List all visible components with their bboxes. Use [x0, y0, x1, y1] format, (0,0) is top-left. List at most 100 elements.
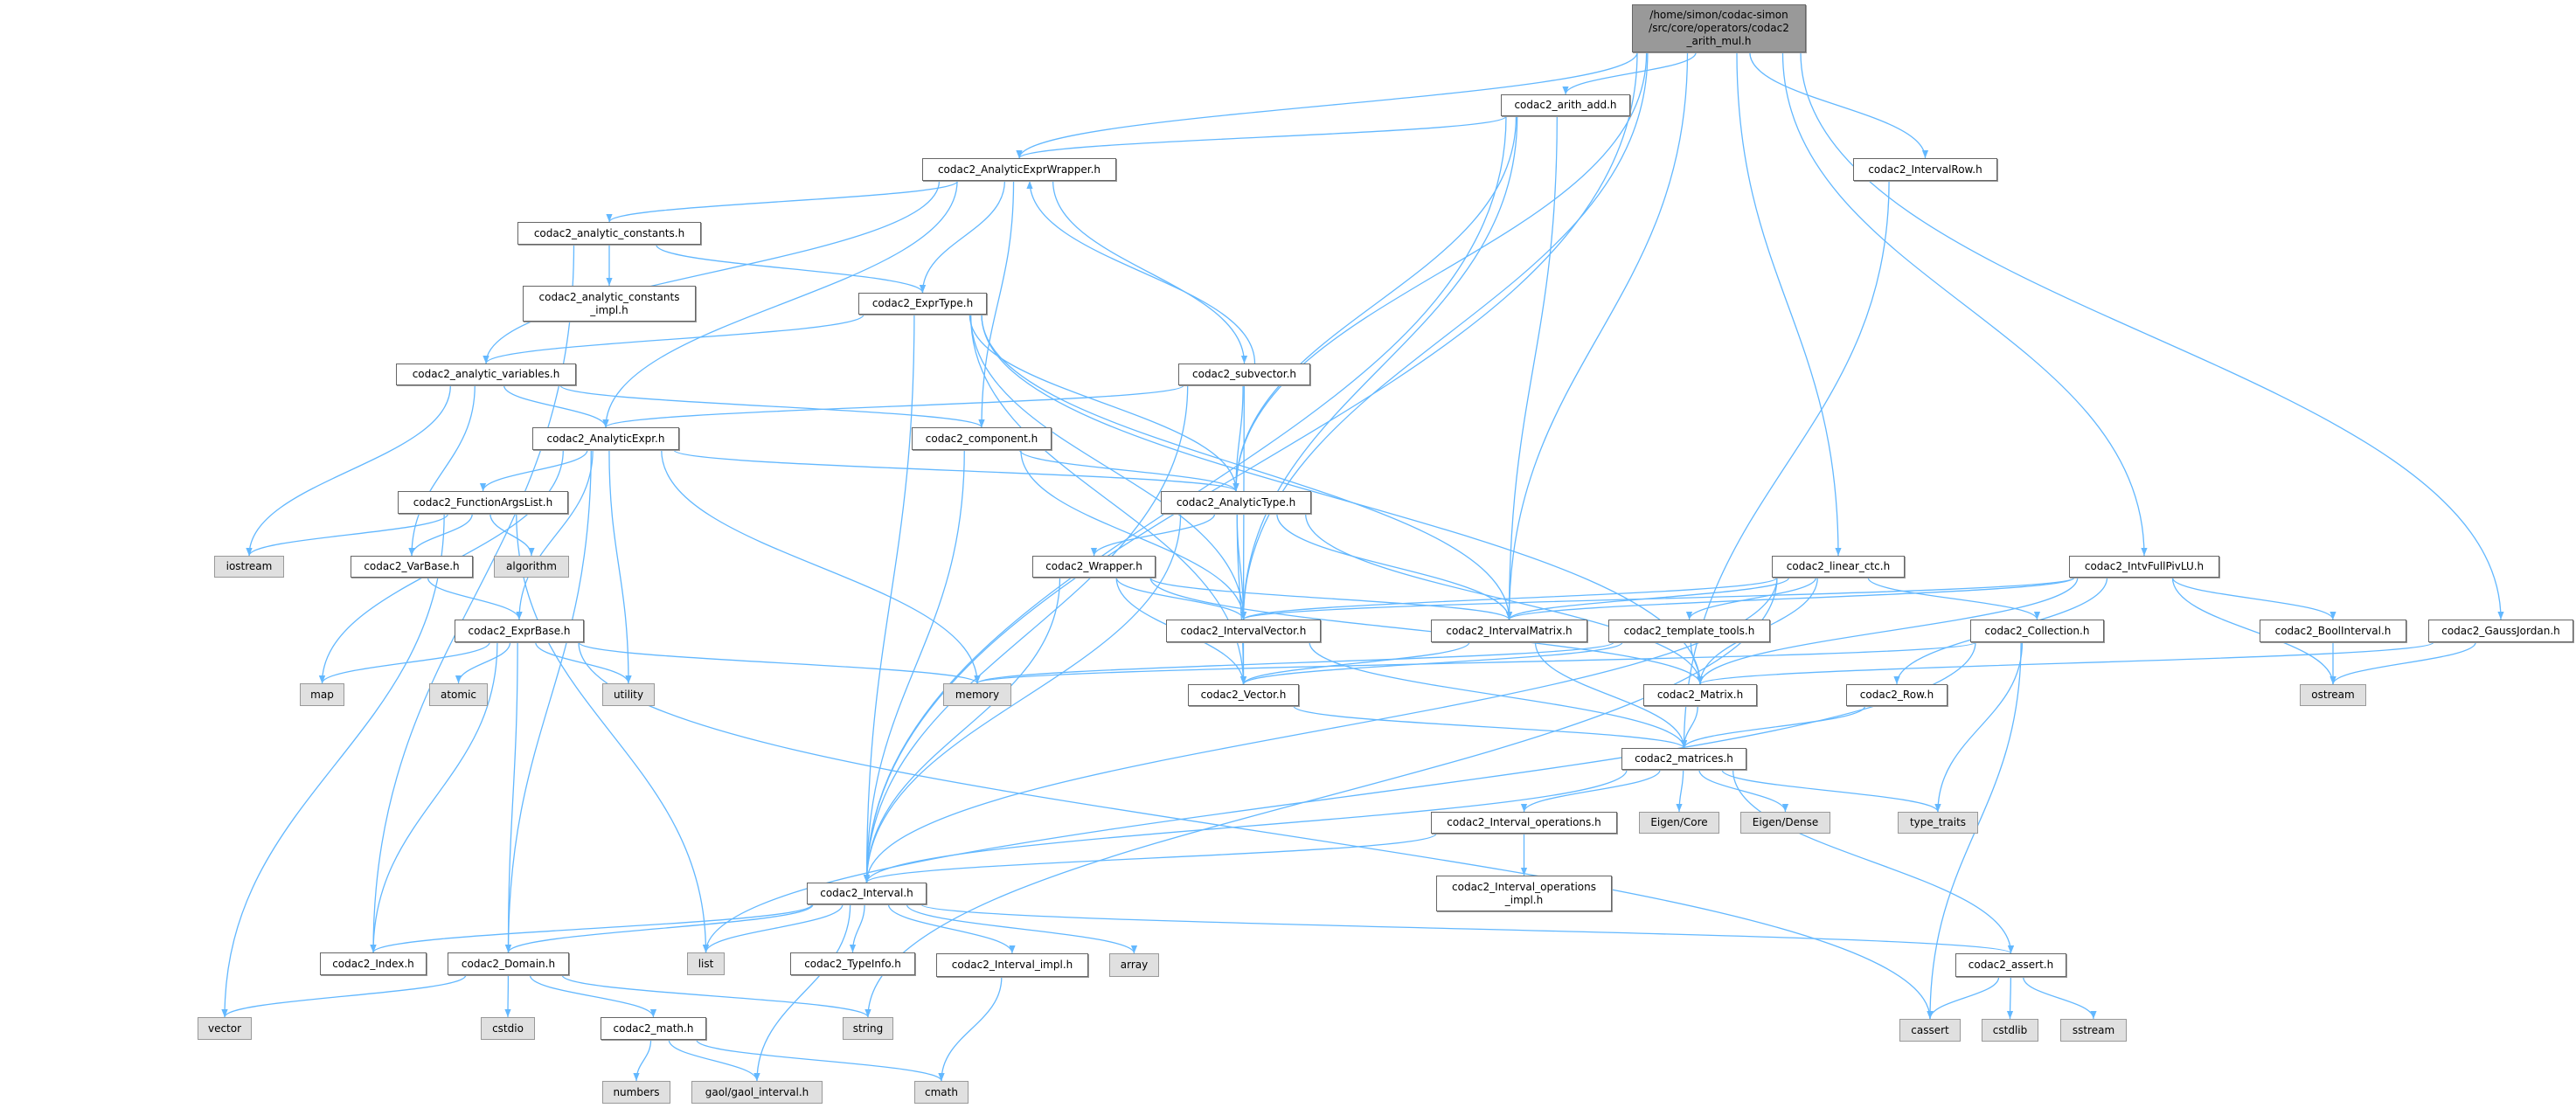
graph-node-interval[interactable]: codac2_Interval.h	[807, 883, 927, 904]
edge-subvector-to-atype	[1232, 384, 1244, 492]
graph-node-iops-impl[interactable]: codac2_Interval_operations _impl.h	[1436, 876, 1612, 911]
graph-node-utility: utility	[602, 683, 655, 706]
edge-intvlu-to-boolint	[2171, 577, 2336, 620]
edge-exprbase-to-memory	[578, 641, 981, 684]
edge-wrapper-to-aexpr	[602, 180, 958, 428]
edge-aexpr-to-exprbase	[516, 449, 594, 620]
graph-node-atomic: atomic	[429, 683, 488, 706]
graph-node-gauss[interactable]: codac2_GaussJordan.h	[2428, 620, 2573, 642]
graph-node-fargs[interactable]: codac2_FunctionArgsList.h	[398, 491, 568, 514]
graph-node-index[interactable]: codac2_Index.h	[320, 952, 427, 975]
edge-fargs-to-varbase	[408, 513, 473, 557]
edge-exprbase-to-domain	[504, 641, 518, 953]
graph-node-wrapper[interactable]: codac2_AnalyticExprWrapper.h	[922, 158, 1116, 181]
edge-root-to-intvlu	[1781, 52, 2148, 557]
graph-node-linear-ctc[interactable]: codac2_linear_ctc.h	[1772, 556, 1905, 578]
edge-wrapper-to-exprtype	[919, 180, 1006, 294]
graph-node-avars[interactable]: codac2_analytic_variables.h	[396, 364, 576, 385]
edge-imat-to-matrices	[1534, 641, 1688, 749]
edge-avars-to-varbase	[408, 384, 476, 557]
graph-node-iimpl[interactable]: codac2_Interval_impl.h	[936, 953, 1088, 977]
graph-node-ostream: ostream	[2300, 684, 2366, 706]
graph-node-varbase[interactable]: codac2_VarBase.h	[351, 556, 473, 578]
edge-collection-to-typetraits	[1934, 641, 2024, 813]
graph-node-gaol: gaol/gaol_interval.h	[691, 1081, 823, 1104]
graph-node-sstream: sstream	[2060, 1019, 2127, 1042]
edge-exprbase-to-atomic	[455, 641, 511, 684]
graph-node-ttools[interactable]: codac2_template_tools.h	[1608, 620, 1770, 642]
graph-node-component[interactable]: codac2_component.h	[912, 427, 1052, 450]
graph-node-aconst-impl[interactable]: codac2_analytic_constants _impl.h	[523, 286, 696, 322]
edge-iimpl-to-cmath	[938, 976, 1003, 1082]
edge-arith_add-to-imat	[1505, 115, 1558, 620]
edge-arith_add-to-atype	[1232, 115, 1517, 492]
edge-exprbase-to-cassert	[578, 641, 1934, 1020]
edge-root-to-intervalrow	[1749, 52, 1929, 159]
graph-node-aexpr[interactable]: codac2_AnalyticExpr.h	[532, 427, 679, 450]
edge-wrapper-to-aconst	[606, 180, 959, 223]
graph-node-atype[interactable]: codac2_AnalyticType.h	[1161, 491, 1311, 514]
edge-exprtype-to-atype	[969, 314, 1239, 492]
graph-node-row[interactable]: codac2_Row.h	[1846, 684, 1948, 706]
edge-avars-to-iostream	[246, 384, 451, 557]
edge-domain-to-string	[561, 974, 871, 1018]
edge-wrap-to-imat	[1149, 577, 1512, 620]
graph-node-exprbase[interactable]: codac2_ExprBase.h	[455, 620, 584, 642]
edge-exprtype-to-avars	[483, 314, 864, 364]
edge-domain-to-math	[529, 974, 657, 1018]
graph-node-matrices[interactable]: codac2_matrices.h	[1621, 748, 1746, 770]
edge-gauss-to-matrix_h	[1697, 641, 2434, 685]
edge-fargs-to-algorithm	[490, 513, 535, 557]
edge-aexpr-to-atype	[673, 449, 1239, 492]
graph-node-cmath: cmath	[914, 1081, 969, 1104]
graph-node-boolint[interactable]: codac2_BoolInterval.h	[2260, 620, 2406, 642]
edge-assert-to-cstdlib	[2006, 976, 2014, 1020]
edge-avars-to-aexpr	[503, 384, 609, 428]
edge-math-to-numbers	[633, 1039, 652, 1082]
edge-interval-to-list	[702, 904, 844, 953]
edge-math-to-cmath	[696, 1039, 945, 1082]
graph-node-aconst[interactable]: codac2_analytic_constants.h	[517, 222, 701, 245]
graph-node-domain[interactable]: codac2_Domain.h	[448, 952, 569, 975]
edge-collection-to-memory	[974, 641, 1976, 684]
edge-aexpr-to-memory	[661, 449, 981, 684]
graph-node-subvector[interactable]: codac2_subvector.h	[1178, 364, 1310, 385]
graph-node-vector: vector	[198, 1017, 252, 1040]
graph-node-matrix-h[interactable]: codac2_Matrix.h	[1643, 684, 1757, 706]
graph-node-collection[interactable]: codac2_Collection.h	[1970, 620, 2104, 642]
edge-intervalrow-to-matrices	[1680, 180, 1890, 749]
edge-root-to-arith_add	[1562, 52, 1697, 95]
graph-node-intervalrow[interactable]: codac2_IntervalRow.h	[1853, 158, 1997, 181]
graph-node-vector-h[interactable]: codac2_Vector.h	[1188, 684, 1299, 706]
graph-node-numbers: numbers	[602, 1081, 670, 1104]
edge-row-to-matrices	[1680, 705, 1866, 749]
edge-assert-to-cassert	[1927, 976, 2000, 1020]
graph-node-intvlu[interactable]: codac2_IntvFullPivLU.h	[2069, 556, 2219, 578]
edge-fargs-to-list	[516, 513, 710, 953]
graph-node-iops[interactable]: codac2_Interval_operations.h	[1431, 812, 1617, 834]
edge-linear_ctc-to-collection	[1867, 577, 2041, 620]
graph-node-math[interactable]: codac2_math.h	[601, 1017, 706, 1040]
graph-node-cstdio: cstdio	[481, 1017, 535, 1040]
graph-node-imat[interactable]: codac2_IntervalMatrix.h	[1431, 620, 1587, 642]
edge-varbase-to-exprbase	[427, 577, 523, 620]
edge-root-to-linear_ctc	[1736, 52, 1842, 557]
edge-exprbase-to-utility	[535, 641, 632, 684]
edge-subvector-to-aexpr	[602, 384, 1184, 428]
graph-node-arith-add[interactable]: codac2_arith_add.h	[1501, 94, 1630, 116]
graph-node-assert[interactable]: codac2_assert.h	[1955, 953, 2066, 977]
edge-interval-to-index	[370, 904, 813, 953]
graph-node-exprtype[interactable]: codac2_ExprType.h	[858, 293, 987, 315]
graph-node-typeinfo[interactable]: codac2_TypeInfo.h	[790, 952, 915, 975]
edge-arith_add-to-ivec	[1239, 115, 1518, 620]
graph-node-wrap[interactable]: codac2_Wrapper.h	[1032, 556, 1156, 578]
graph-node-ivec[interactable]: codac2_IntervalVector.h	[1166, 620, 1321, 642]
edge-interval-to-domain	[505, 904, 814, 953]
edge-atype-to-interval	[863, 513, 1182, 883]
edge-aexpr-to-fargs	[479, 449, 588, 492]
graph-node-root[interactable]: /home/simon/codac-simon /src/core/operat…	[1632, 4, 1806, 52]
edge-assert-to-sstream	[2023, 976, 2097, 1020]
edge-linear_ctc-to-ttools	[1685, 577, 1817, 620]
